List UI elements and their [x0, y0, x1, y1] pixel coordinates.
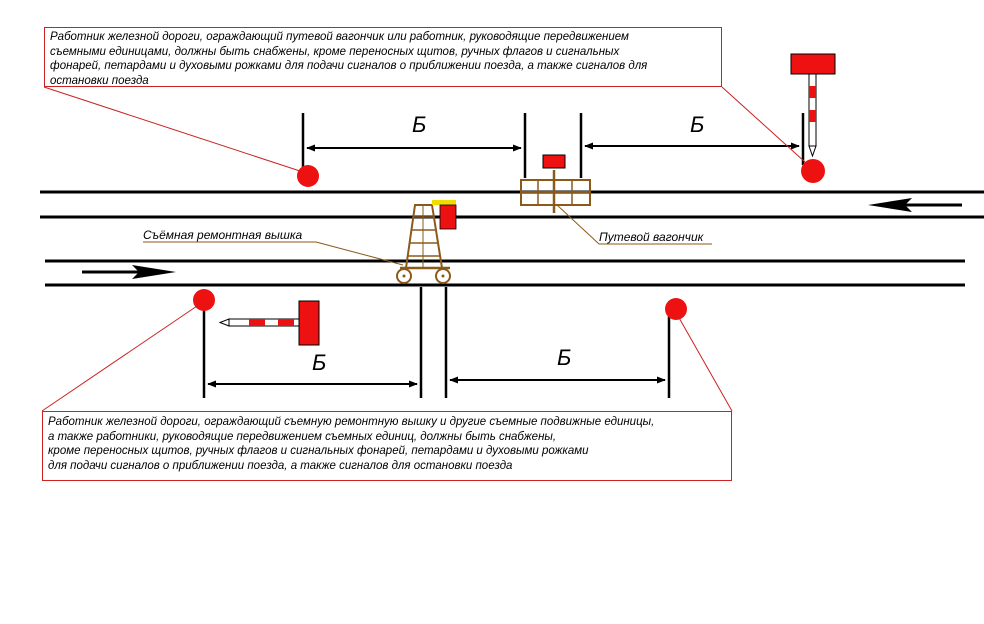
note-bottom: Работник железной дороги, ограждающий съ… [42, 411, 732, 481]
dimension-lines [207, 142, 800, 388]
label-repair-tower: Съёмная ремонтная вышка [143, 228, 303, 242]
note-line: а также работники, руководящие передвиже… [48, 430, 557, 443]
marker-posts [202, 113, 805, 398]
note-line: кроме переносных щитов, ручных флагов и … [48, 445, 589, 457]
leader-line [41, 303, 201, 412]
note-line: для подачи сигналов о приближении поезда… [48, 459, 513, 472]
repair-tower-icon [396, 200, 457, 284]
label-track-trolley: Путевой вагончик [599, 230, 704, 244]
leader-line [721, 86, 806, 163]
dimension-label: Б [557, 345, 572, 370]
leader-lines [41, 86, 806, 412]
leader-line [43, 86, 304, 173]
direction-arrow-left [868, 198, 962, 212]
portable-shield-icon [218, 300, 320, 346]
portable-shield-icon [790, 53, 836, 158]
red-signal-disc [297, 165, 319, 187]
note-line: съемными единицами, должны быть снабжены… [50, 45, 620, 58]
signal-discs [193, 159, 825, 320]
note-top: Работник железной дороги, ограждающий пу… [44, 27, 722, 87]
rails [40, 190, 984, 287]
leader-line [677, 315, 733, 412]
dimension-label: Б [412, 112, 427, 137]
note-line: остановки поезда [50, 74, 149, 87]
dimension-label: Б [690, 112, 705, 137]
track-trolley-icon [520, 154, 591, 213]
red-signal-disc [665, 298, 687, 320]
dimension-label: Б [312, 350, 327, 375]
note-line: Работник железной дороги, ограждающий пу… [50, 31, 629, 43]
note-line: Работник железной дороги, ограждающий съ… [48, 416, 655, 428]
direction-arrow-right [82, 265, 176, 279]
red-signal-disc [801, 159, 825, 183]
note-line: фонарей, петардами и духовыми рожками дл… [50, 60, 648, 72]
red-signal-disc [193, 289, 215, 311]
leader-line [315, 241, 404, 266]
leader-line [556, 204, 600, 245]
